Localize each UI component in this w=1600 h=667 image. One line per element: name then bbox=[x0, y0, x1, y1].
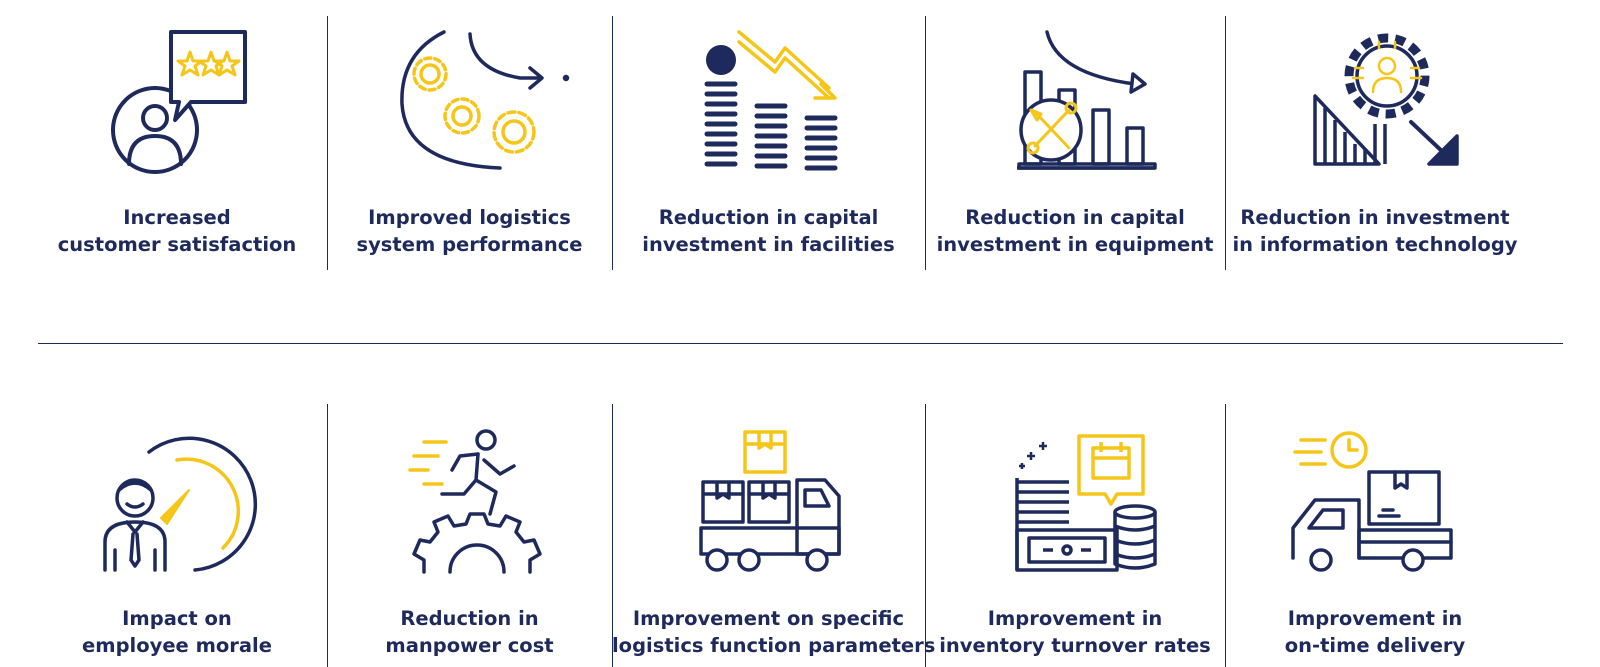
manpower-cost-icon bbox=[380, 429, 560, 590]
benefit-customer-satisfaction: Increased customer satisfaction bbox=[27, 0, 327, 280]
benefit-logistics-performance: Improved logistics system performance bbox=[327, 0, 612, 280]
benefit-label: Increased customer satisfaction bbox=[27, 204, 327, 258]
label-line-1: Reduction in capital bbox=[658, 206, 879, 229]
label-line-2: system performance bbox=[356, 233, 583, 256]
benefit-facilities-investment: Reduction in capital investment in facil… bbox=[612, 0, 925, 280]
benefit-label: Reduction in investment in information t… bbox=[1225, 204, 1525, 258]
customer-satisfaction-icon bbox=[87, 24, 267, 184]
benefit-label: Improved logistics system performance bbox=[327, 204, 612, 258]
column-divider bbox=[612, 404, 613, 667]
label-line-2: in information technology bbox=[1232, 233, 1518, 256]
column-divider bbox=[925, 16, 926, 270]
label-line-1: Improvement in bbox=[1287, 607, 1463, 630]
label-line-1: Improved logistics bbox=[368, 206, 571, 229]
column-divider bbox=[1225, 404, 1226, 667]
label-line-2: logistics function parameters bbox=[612, 634, 936, 657]
label-line-1: Impact on bbox=[122, 607, 232, 630]
function-parameters-icon bbox=[679, 430, 859, 590]
label-line-2: inventory turnover rates bbox=[939, 634, 1211, 657]
benefit-label: Improvement on specific logistics functi… bbox=[612, 605, 936, 659]
label-line-2: manpower cost bbox=[385, 634, 554, 657]
top-row: Increased customer satisfaction bbox=[0, 0, 1600, 280]
column-divider bbox=[327, 16, 328, 270]
label-line-2: on-time delivery bbox=[1284, 634, 1466, 657]
benefit-it-investment: Reduction in investment in information t… bbox=[1225, 0, 1525, 280]
label-line-1: Reduction in investment bbox=[1240, 206, 1510, 229]
benefit-label: Reduction in capital investment in facil… bbox=[612, 204, 925, 258]
equipment-investment-icon bbox=[985, 24, 1165, 184]
benefit-label: Improvement in inventory turnover rates bbox=[925, 605, 1225, 659]
benefit-label: Reduction in capital investment in equip… bbox=[925, 204, 1225, 258]
on-time-delivery-icon bbox=[1285, 430, 1465, 590]
column-divider bbox=[925, 404, 926, 667]
facilities-investment-icon bbox=[679, 24, 859, 184]
benefit-function-parameters: Improvement on specific logistics functi… bbox=[612, 400, 936, 667]
label-line-2: investment in facilities bbox=[642, 233, 895, 256]
benefit-inventory-turnover: Improvement in inventory turnover rates bbox=[925, 400, 1225, 667]
column-divider bbox=[1225, 16, 1226, 270]
label-line-1: Reduction in capital bbox=[965, 206, 1185, 229]
label-line-2: employee morale bbox=[82, 634, 272, 657]
label-line-2: investment in equipment bbox=[936, 233, 1214, 256]
benefit-manpower-cost: Reduction in manpower cost bbox=[327, 400, 612, 667]
row-divider bbox=[38, 343, 1563, 344]
bottom-row: Impact on employee morale bbox=[0, 400, 1600, 667]
benefit-label: Improvement in on-time delivery bbox=[1225, 605, 1525, 659]
column-divider bbox=[327, 404, 328, 667]
benefit-equipment-investment: Reduction in capital investment in equip… bbox=[925, 0, 1225, 280]
benefit-label: Impact on employee morale bbox=[27, 605, 327, 659]
label-line-2: customer satisfaction bbox=[57, 233, 297, 256]
benefit-employee-morale: Impact on employee morale bbox=[27, 400, 327, 667]
it-investment-icon bbox=[1285, 24, 1465, 184]
benefit-on-time-delivery: Improvement in on-time delivery bbox=[1225, 400, 1525, 667]
label-line-1: Improvement on specific bbox=[632, 607, 905, 630]
inventory-turnover-icon bbox=[985, 430, 1165, 590]
label-line-1: Reduction in bbox=[400, 607, 539, 630]
logistics-performance-icon bbox=[380, 24, 569, 184]
label-line-1: Increased bbox=[123, 206, 231, 229]
employee-morale-icon bbox=[87, 430, 267, 590]
benefit-label: Reduction in manpower cost bbox=[327, 605, 612, 659]
label-line-1: Improvement in bbox=[987, 607, 1163, 630]
column-divider bbox=[612, 16, 613, 270]
